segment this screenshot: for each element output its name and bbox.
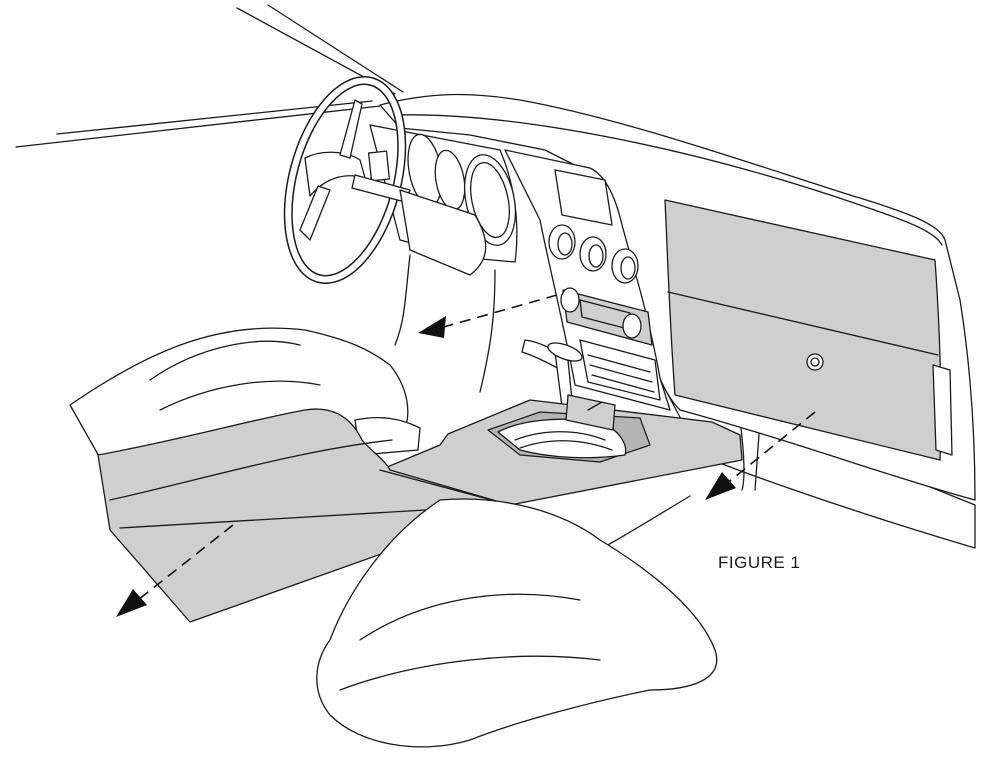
radio xyxy=(560,287,653,346)
arrow-glovebox xyxy=(705,411,816,500)
center-console xyxy=(379,394,743,506)
windshield-lines xyxy=(15,4,404,148)
center-stack xyxy=(548,169,661,401)
vent-knobs xyxy=(548,224,639,284)
glove-box xyxy=(664,199,953,461)
figure-label: FIGURE 1 xyxy=(718,553,801,572)
arrow-behind-radio xyxy=(418,294,558,338)
passenger-seat xyxy=(316,498,718,748)
arrow-console-lid xyxy=(116,524,234,617)
steering-wheel xyxy=(283,76,487,284)
